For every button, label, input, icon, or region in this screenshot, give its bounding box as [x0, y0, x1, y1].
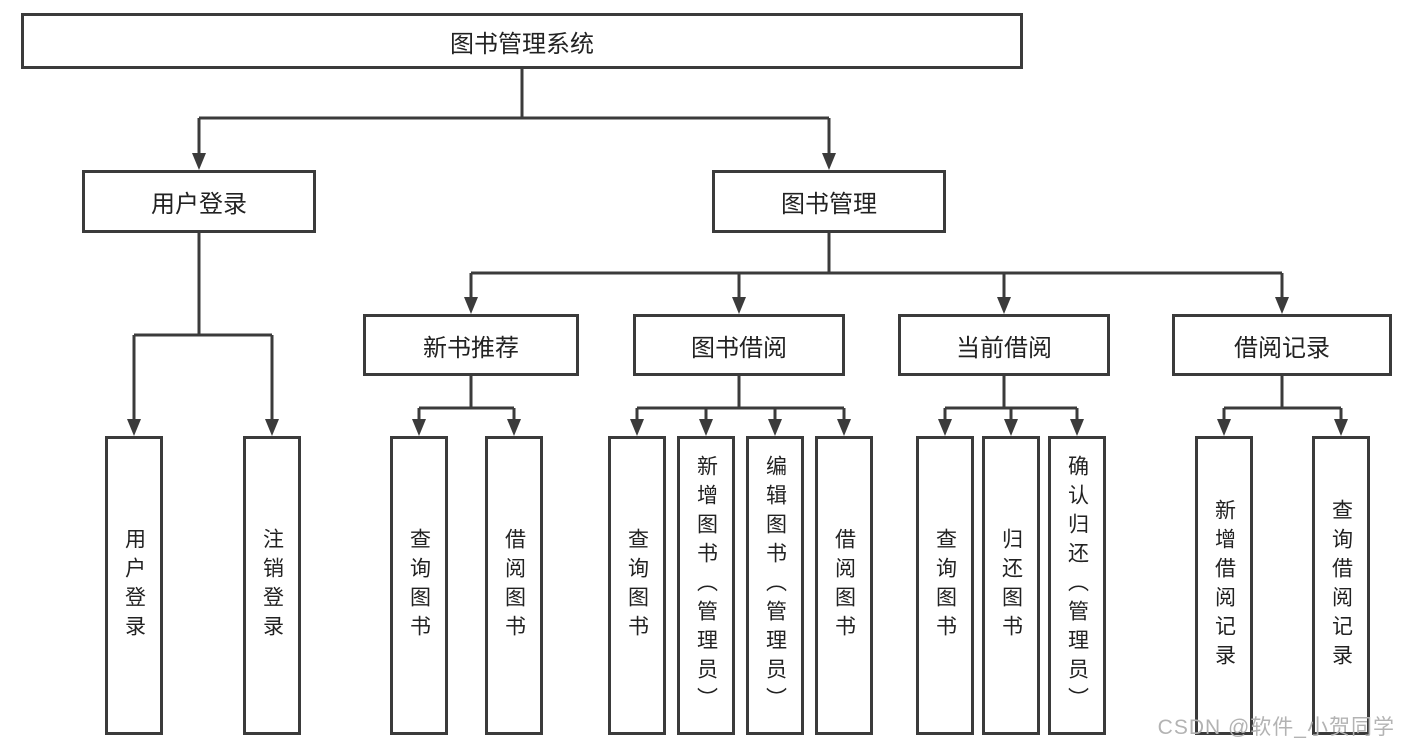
leaf-confirm-return-admin-label: 确认归还（管理员）: [1065, 455, 1089, 716]
node-user-login-label: 用户登录: [151, 191, 247, 218]
leaf-borrow-books-borrow: 借阅图书: [815, 436, 873, 735]
leaf-confirm-return-admin: 确认归还（管理员）: [1048, 436, 1106, 735]
node-current-borrow: 当前借阅: [898, 314, 1110, 376]
leaf-logout: 注销登录: [243, 436, 301, 735]
leaf-query-books-borrow-label: 查询图书: [625, 527, 649, 644]
leaf-query-books-borrow: 查询图书: [608, 436, 666, 735]
node-book-borrow-label: 图书借阅: [691, 334, 787, 362]
node-borrow-records-label: 借阅记录: [1234, 334, 1330, 362]
node-new-book-recommend: 新书推荐: [363, 314, 579, 376]
node-root-label: 图书管理系统: [450, 30, 594, 58]
leaf-logout-label: 注销登录: [260, 527, 284, 644]
leaf-user-login: 用户登录: [105, 436, 163, 735]
leaf-query-books-current-label: 查询图书: [933, 527, 957, 644]
leaf-return-books: 归还图书: [982, 436, 1040, 735]
leaf-edit-book-admin-label: 编辑图书（管理员）: [763, 455, 787, 716]
node-current-borrow-label: 当前借阅: [956, 334, 1052, 362]
leaf-borrow-books-recommend-label: 借阅图书: [502, 527, 526, 644]
leaf-edit-book-admin: 编辑图书（管理员）: [746, 436, 804, 735]
node-new-book-recommend-label: 新书推荐: [423, 334, 519, 362]
leaf-return-books-label: 归还图书: [999, 527, 1023, 644]
csdn-watermark: CSDN @软件_小贺同学: [1157, 716, 1395, 739]
node-borrow-records: 借阅记录: [1172, 314, 1392, 376]
leaf-borrow-books-recommend: 借阅图书: [485, 436, 543, 735]
node-book-borrow: 图书借阅: [633, 314, 845, 376]
node-book-management: 图书管理: [712, 170, 946, 233]
leaf-query-borrow-record-label: 查询借阅记录: [1329, 498, 1353, 673]
leaf-query-books-recommend: 查询图书: [390, 436, 448, 735]
leaf-user-login-label: 用户登录: [122, 527, 146, 644]
leaf-query-books-current: 查询图书: [916, 436, 974, 735]
leaf-add-book-admin-label: 新增图书（管理员）: [694, 455, 718, 716]
leaf-borrow-books-borrow-label: 借阅图书: [832, 527, 856, 644]
leaf-query-borrow-record: 查询借阅记录: [1312, 436, 1370, 735]
leaf-add-book-admin: 新增图书（管理员）: [677, 436, 735, 735]
node-user-login: 用户登录: [82, 170, 316, 233]
node-book-management-label: 图书管理: [781, 191, 877, 218]
node-root: 图书管理系统: [21, 13, 1023, 69]
leaf-add-borrow-record-label: 新增借阅记录: [1212, 498, 1236, 673]
leaf-query-books-recommend-label: 查询图书: [407, 527, 431, 644]
leaf-add-borrow-record: 新增借阅记录: [1195, 436, 1253, 735]
